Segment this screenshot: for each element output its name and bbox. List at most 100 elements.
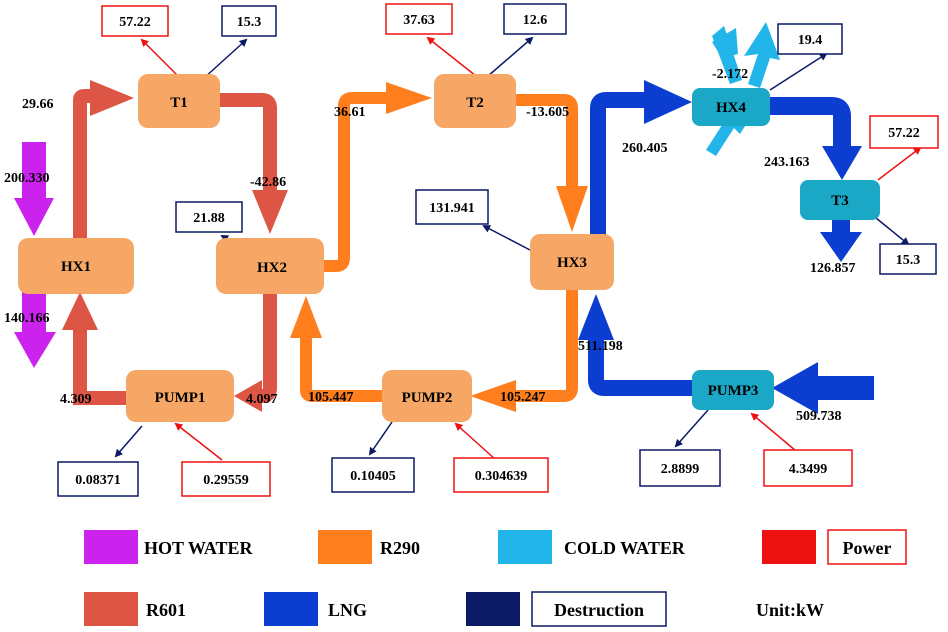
- t2-destruction-box: 12.6: [503, 3, 567, 35]
- r601-arrow-to-pump1: [234, 380, 262, 412]
- pump3-destruction-arrow: [674, 409, 709, 448]
- flow-label-lng-hx3-hx4: 260.405: [622, 141, 668, 156]
- legend-power-frame: [827, 529, 907, 565]
- legend-power-label: Power: [843, 538, 892, 558]
- legend-lng-label: LNG: [328, 600, 367, 620]
- pump1-power-box: 0.29559: [181, 461, 271, 497]
- r290-arrow-to-t2: [386, 82, 432, 114]
- hx4-destruction-arrow: [769, 52, 828, 91]
- hot-water-in-arrow: [14, 198, 54, 236]
- pump1-destruction-arrow: [114, 425, 143, 458]
- legend-lng-swatch: [264, 592, 318, 626]
- t1-destruction-value: 15.3: [237, 15, 262, 30]
- hx2-destruction-value: 21.88: [193, 211, 225, 226]
- flow-label-hot-water-out: 140.166: [4, 311, 50, 326]
- legend-hot-water-swatch: [84, 530, 138, 564]
- hot-water-out-shaft: [22, 290, 46, 338]
- r601-loop: [62, 80, 288, 412]
- t3-power-value: 57.22: [888, 126, 920, 141]
- hx4-destruction-value: 19.4: [798, 33, 823, 48]
- pump1-power-value: 0.29559: [203, 473, 249, 488]
- flow-label-r601-pump1-hx1: 4.309: [60, 392, 92, 407]
- hx3-destruction-box: 131.941: [415, 189, 489, 225]
- flow-labels: 29.66 200.330 140.166 4.309 4.097 -42.86…: [4, 67, 856, 424]
- node-hx2: HX2: [216, 238, 324, 294]
- legend-r601-label: R601: [146, 600, 186, 620]
- hot-water-flow: [14, 142, 56, 368]
- t2-power-box: 37.63: [385, 3, 453, 35]
- indicator-arrows: [114, 36, 922, 461]
- hx3-destruction-arrow: [482, 225, 531, 251]
- lng-outlet-arrow: [820, 232, 862, 262]
- pump3-power-value: 4.3499: [789, 462, 828, 477]
- pump2-destruction-arrow: [368, 421, 393, 456]
- legend-lng: LNG: [264, 592, 367, 626]
- legend-r290-swatch: [318, 530, 372, 564]
- t3-power-arrow: [877, 146, 922, 181]
- node-t3: T3: [800, 180, 880, 220]
- lng-pipe-pump3-hx3: [588, 338, 694, 396]
- t1-power-arrow: [140, 38, 181, 79]
- pump1-destruction-box: 0.08371: [57, 461, 139, 497]
- flow-label-lng-pump3-hx3: 511.198: [578, 339, 623, 354]
- t3-destruction-value: 15.3: [896, 253, 921, 268]
- r290-pipe-hx3-pump2: [510, 286, 578, 402]
- flow-label-r601-t1-hx2: -42.86: [250, 175, 286, 190]
- t2-destruction-value: 12.6: [523, 13, 548, 28]
- value-boxes: 57.22 15.3 37.63 12.6 19.4 57.22 15.3 2: [57, 3, 939, 497]
- r290-arrow-to-hx3: [556, 186, 588, 232]
- nodes: T1 T2 HX1 HX2 HX3 HX4 T3 PUMP1: [18, 74, 880, 422]
- node-t1-label: T1: [170, 95, 188, 111]
- t2-power-value: 37.63: [403, 13, 435, 28]
- legend: HOT WATER R290 COLD WATER Power R601 LNG…: [84, 529, 907, 627]
- t1-power-value: 57.22: [119, 15, 151, 30]
- r601-pipe-pump1-hx1: [73, 318, 128, 405]
- node-hx1: HX1: [18, 238, 134, 294]
- node-pump1-label: PUMP1: [155, 390, 206, 406]
- legend-r290: R290: [318, 530, 420, 564]
- r601-pipe-hx1-t1: [73, 89, 100, 238]
- r601-arrow-to-hx2: [252, 190, 288, 234]
- t1-power-box: 57.22: [101, 5, 169, 37]
- r290-arrow-to-pump2: [470, 380, 516, 412]
- lng-flow: [578, 80, 874, 414]
- node-t2: T2: [434, 74, 516, 128]
- lng-pipe-hx3-hx4: [590, 92, 650, 238]
- pump2-power-arrow: [454, 422, 497, 461]
- legend-hot-water-label: HOT WATER: [144, 538, 254, 558]
- legend-r601-swatch: [84, 592, 138, 626]
- node-hx4: HX4: [692, 88, 770, 126]
- lng-arrow-to-t3: [822, 146, 862, 180]
- node-pump3: PUMP3: [692, 370, 774, 410]
- flow-label-r290-hx2-t2: 36.61: [334, 105, 366, 120]
- flow-label-r601-hx1-t1: 29.66: [22, 97, 54, 112]
- legend-destruction: Destruction: [466, 591, 667, 627]
- lng-inlet-shaft: [816, 376, 874, 400]
- flow-label-lng-hx4-t3: 243.163: [764, 155, 810, 170]
- t1-destruction-arrow: [203, 38, 248, 79]
- t1-destruction-box: 15.3: [221, 5, 277, 37]
- pump3-destruction-box: 2.8899: [639, 449, 721, 487]
- t2-power-arrow: [426, 36, 477, 77]
- t2-destruction-arrow: [487, 36, 534, 77]
- flow-label-lng-t3-out: 126.857: [810, 261, 856, 276]
- flow-label-r290-pump2-hx2: 105.447: [308, 390, 354, 405]
- legend-unit: Unit:kW: [756, 600, 824, 620]
- r601-pipe-hx2-pump1: [258, 290, 277, 403]
- hot-water-out-arrow: [14, 332, 56, 368]
- t3-destruction-arrow: [875, 217, 910, 246]
- node-pump2: PUMP2: [382, 370, 472, 422]
- r290-arrow-to-hx2: [290, 296, 322, 338]
- pump2-power-value: 0.304639: [475, 469, 528, 484]
- legend-hot-water: HOT WATER: [84, 530, 254, 564]
- r290-loop: [290, 82, 588, 412]
- legend-power: Power: [762, 529, 907, 565]
- flow-label-r290-hx3-pump2: 105.247: [500, 390, 546, 405]
- node-hx4-label: HX4: [716, 100, 747, 116]
- flow-label-hot-water-in: 200.330: [4, 171, 50, 186]
- node-t3-label: T3: [831, 193, 849, 209]
- flow-label-r290-t2-hx3: -13.605: [526, 105, 569, 120]
- r601-pipe-t1-hx2: [220, 93, 277, 196]
- pump2-power-box: 0.304639: [453, 457, 549, 493]
